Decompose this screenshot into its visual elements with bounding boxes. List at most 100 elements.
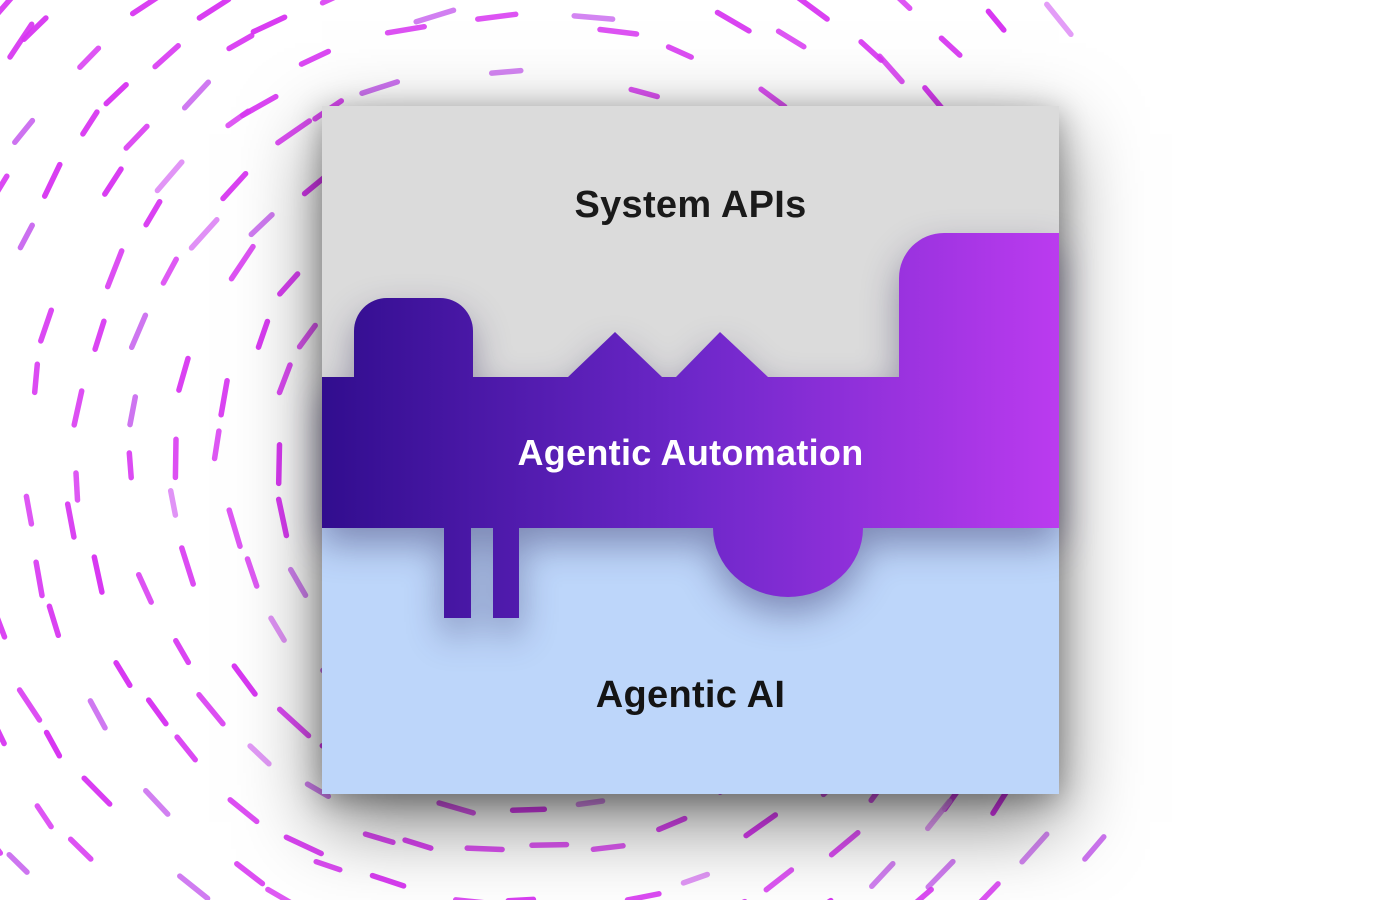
swirl-dash bbox=[275, 442, 283, 487]
agentic-automation-band-shape bbox=[322, 233, 1059, 618]
swirl-dash bbox=[276, 706, 312, 739]
swirl-dash bbox=[16, 687, 43, 723]
swirl-dash bbox=[143, 198, 163, 228]
swirl-dash bbox=[104, 248, 125, 290]
swirl-dash bbox=[218, 377, 230, 418]
swirl-dash bbox=[71, 388, 85, 428]
swirl-dash bbox=[402, 837, 434, 851]
swirl-dash bbox=[43, 729, 63, 759]
swirl-dash bbox=[247, 743, 272, 767]
swirl-dash bbox=[876, 53, 905, 85]
swirl-dash bbox=[38, 307, 55, 344]
swirl-dash bbox=[113, 660, 133, 689]
swirl-dash bbox=[226, 507, 243, 549]
swirl-dash bbox=[196, 691, 226, 727]
swirl-dash bbox=[897, 0, 913, 11]
swirl-dash bbox=[248, 212, 275, 238]
swirl-dash bbox=[211, 428, 222, 462]
swirl-dash bbox=[152, 43, 181, 70]
swirl-dash bbox=[31, 361, 41, 396]
swirl-dash bbox=[359, 79, 401, 96]
swirl-dash bbox=[167, 488, 179, 518]
swirl-dash bbox=[938, 35, 963, 58]
swirl-dash bbox=[298, 48, 332, 67]
swirl-dash bbox=[758, 86, 788, 110]
swirl-dash bbox=[1082, 834, 1107, 862]
swirl-dash bbox=[296, 322, 318, 350]
swirl-dash bbox=[231, 663, 258, 697]
layers-diagram-card: System APIs Agentic Automation Agentic A… bbox=[322, 106, 1059, 794]
swirl-dash bbox=[265, 886, 292, 900]
swirl-dash bbox=[925, 798, 953, 832]
swirl-dash bbox=[135, 571, 154, 605]
swirl-dash bbox=[103, 82, 129, 107]
layer-label-agentic-ai: Agentic AI bbox=[595, 674, 786, 716]
swirl-dash bbox=[173, 637, 192, 666]
swirl-dash bbox=[575, 798, 606, 808]
swirl-dash bbox=[127, 394, 139, 428]
swirl-dash bbox=[597, 26, 640, 37]
swirl-dash bbox=[590, 843, 626, 853]
swirl-dash bbox=[362, 831, 396, 846]
swirl-dash bbox=[34, 803, 54, 830]
swirl-dash bbox=[227, 797, 260, 825]
swirl-dash bbox=[529, 841, 570, 849]
swirl-dash bbox=[277, 271, 301, 297]
swirl-dash bbox=[172, 436, 179, 481]
swirl-dash bbox=[177, 873, 211, 900]
swirl-dash bbox=[0, 617, 8, 640]
swirl-dash bbox=[925, 858, 956, 890]
swirl-dash bbox=[181, 79, 212, 111]
swirl-dash bbox=[145, 697, 169, 727]
swirl-dash bbox=[743, 812, 779, 839]
swirl-dash bbox=[17, 222, 35, 251]
swirl-dash bbox=[81, 775, 113, 807]
swirl-dash bbox=[77, 45, 102, 70]
swirl-dash bbox=[680, 871, 711, 886]
swirl-dash bbox=[73, 470, 81, 503]
swirl-dash bbox=[914, 886, 934, 900]
swirl-dash bbox=[488, 67, 524, 76]
swirl-dash bbox=[276, 362, 293, 396]
swirl-dash bbox=[268, 615, 287, 643]
swirl-dash bbox=[775, 28, 807, 50]
swirl-dash bbox=[763, 867, 795, 893]
swirl-dash bbox=[475, 11, 519, 22]
swirl-dash bbox=[188, 217, 220, 251]
swirl-dash bbox=[6, 851, 30, 875]
swirl-dash bbox=[41, 161, 63, 199]
swirl-dash bbox=[46, 603, 62, 639]
layer-label-system-apis: System APIs bbox=[574, 184, 807, 226]
swirl-dash bbox=[369, 872, 407, 889]
swirl-dash bbox=[624, 891, 662, 900]
swirl-dash bbox=[313, 858, 343, 873]
swirl-dash bbox=[656, 815, 688, 833]
swirl-dash bbox=[275, 118, 313, 146]
swirl-dash bbox=[250, 14, 288, 35]
swirl-dash bbox=[176, 355, 191, 393]
swirl-dash bbox=[0, 728, 7, 747]
swirl-dash bbox=[0, 0, 14, 16]
swirl-dash bbox=[228, 243, 256, 282]
swirl-dash bbox=[319, 0, 336, 6]
swirl-dash bbox=[64, 501, 77, 540]
swirl-dash bbox=[92, 318, 107, 352]
swirl-dash bbox=[828, 830, 861, 858]
swirl-dash bbox=[287, 566, 309, 598]
swirl-dash bbox=[985, 8, 1007, 33]
swirl-dash bbox=[384, 23, 427, 36]
swirl-dash bbox=[123, 123, 150, 151]
swirl-dash bbox=[436, 800, 476, 816]
swirl-dash bbox=[143, 787, 171, 817]
swirl-dash bbox=[275, 496, 290, 539]
swirl-dash bbox=[509, 806, 548, 814]
swirl-dash bbox=[978, 881, 1001, 900]
swirl-dash bbox=[154, 159, 185, 194]
swirl-dash bbox=[12, 117, 36, 146]
swirl-dash bbox=[628, 86, 660, 100]
swirl-dash bbox=[239, 93, 279, 119]
swirl-dash bbox=[0, 173, 10, 193]
swirl-dash bbox=[67, 836, 94, 862]
swirl-dash bbox=[413, 7, 457, 25]
